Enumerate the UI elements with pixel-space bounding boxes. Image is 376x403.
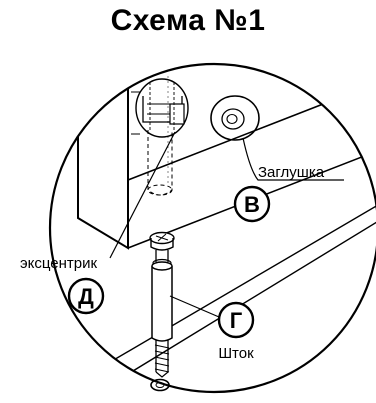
rod-letter: Г <box>230 308 243 333</box>
plug-leader-line <box>242 137 344 181</box>
rod-caption: Шток <box>218 345 254 362</box>
panel-lower-edge-2 <box>109 213 376 386</box>
eccentric-cam <box>131 78 189 196</box>
panel-lower-edge-1 <box>99 197 376 369</box>
plug-caption: Заглушка <box>258 164 325 181</box>
plug-letter: В <box>244 192 260 217</box>
diagram-title: Схема №1 <box>110 4 266 37</box>
eccentric-letter-circle <box>67 277 105 315</box>
magnifier-circle <box>48 62 376 394</box>
eccentric-leader-line <box>109 131 176 259</box>
plug-part <box>210 95 260 141</box>
plug-letter-circle <box>233 185 271 223</box>
eccentric-letter: Д <box>78 284 94 309</box>
rod-leader-line <box>169 295 227 321</box>
rod-letter-circle <box>217 301 255 339</box>
rod-part <box>149 231 175 392</box>
eccentric-caption: эксцентрик <box>20 255 98 272</box>
